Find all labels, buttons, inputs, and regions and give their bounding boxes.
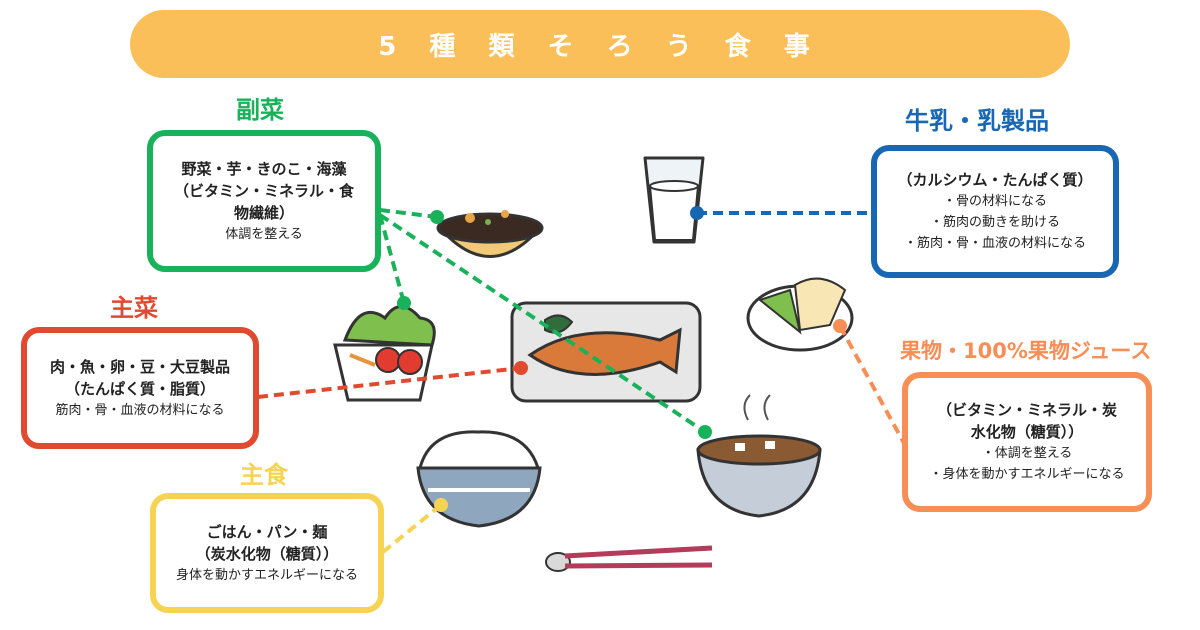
milk-description: ・骨の材料になる — [942, 194, 1047, 209]
milk-description: ・筋肉の動きを助ける — [929, 215, 1060, 230]
shushoku-main-line: （炭水化物（糖質）） — [195, 544, 339, 563]
fruit-main-line: 水化物（糖質）） — [970, 423, 1084, 441]
shushoku-description: 身体を動かすエネルギーになる — [175, 567, 358, 583]
shushoku-main-line: ごはん・パン・麺 — [206, 522, 328, 541]
shusai-connector — [257, 366, 522, 399]
milk-label: 牛乳・乳製品 — [905, 107, 1049, 135]
grilled-fish-plate-icon — [510, 301, 702, 403]
milk-main-line: （カルシウム・たんぱく質） — [897, 171, 1093, 189]
milk-dot — [690, 206, 704, 220]
fruit-main-line: （ビタミン・ミネラル・炭 — [936, 401, 1117, 419]
fukusai-dot — [698, 425, 712, 439]
shusai-label: 主菜 — [110, 294, 158, 322]
fukusai-connector — [378, 208, 707, 434]
shushoku-box: ごはん・パン・麺 （炭水化物（糖質）） 身体を動かすエネルギーになる — [150, 493, 384, 613]
milk-box: （カルシウム・たんぱく質） ・骨の材料になる ・筋肉の動きを助ける ・筋肉・骨・… — [871, 145, 1119, 278]
milk-description: ・筋肉・骨・血液の材料になる — [903, 236, 1086, 251]
shushoku-dot — [434, 498, 448, 512]
shushoku-connector — [381, 503, 443, 554]
shusai-main-line: 肉・魚・卵・豆・大豆製品 — [49, 357, 230, 376]
fruit-dot — [833, 319, 847, 333]
salad-dish-icon — [333, 305, 436, 402]
fukusai-dot — [430, 210, 444, 224]
fukusai-box: 野菜・芋・きのこ・海藻 （ビタミン・ミネラル・食 物繊維） 体調を整える — [147, 130, 381, 272]
shusai-description: 筋肉・骨・血液の材料になる — [55, 402, 225, 418]
hijiki-dish-icon — [436, 210, 544, 258]
shusai-main-line: （たんぱく質・脂質） — [64, 379, 215, 398]
fruit-description: ・身体を動かすエネルギーになる — [929, 467, 1125, 482]
shusai-dot — [514, 361, 528, 375]
fukusai-main-line: 物繊維） — [233, 203, 294, 222]
fruit-plate-icon — [746, 277, 854, 352]
fukusai-main-line: （ビタミン・ミネラル・食 — [173, 181, 354, 200]
fruit-connector — [838, 325, 907, 446]
title-banner: 5 種 類 そ ろ う 食 事 — [130, 10, 1070, 78]
fukusai-label: 副菜 — [236, 96, 284, 124]
fukusai-description: 体調を整える — [225, 226, 303, 242]
shusai-box: 肉・魚・卵・豆・大豆製品 （たんぱく質・脂質） 筋肉・骨・血液の材料になる — [21, 327, 259, 449]
fruit-box: （ビタミン・ミネラル・炭 水化物（糖質）） ・体調を整える ・身体を動かすエネル… — [902, 372, 1152, 512]
rice-bowl-icon — [416, 430, 542, 528]
fukusai-main-line: 野菜・芋・きのこ・海藻 — [181, 159, 347, 178]
miso-soup-bowl-icon — [696, 394, 822, 518]
fruit-label: 果物・100%果物ジュース — [900, 339, 1152, 363]
chopsticks-icon — [545, 545, 713, 572]
shushoku-label: 主食 — [240, 461, 288, 489]
fruit-description: ・体調を整える — [981, 446, 1073, 461]
page-title: 5 種 類 そ ろ う 食 事 — [378, 31, 822, 62]
fukusai-dot — [397, 296, 411, 310]
milk-glass-icon — [643, 156, 705, 244]
